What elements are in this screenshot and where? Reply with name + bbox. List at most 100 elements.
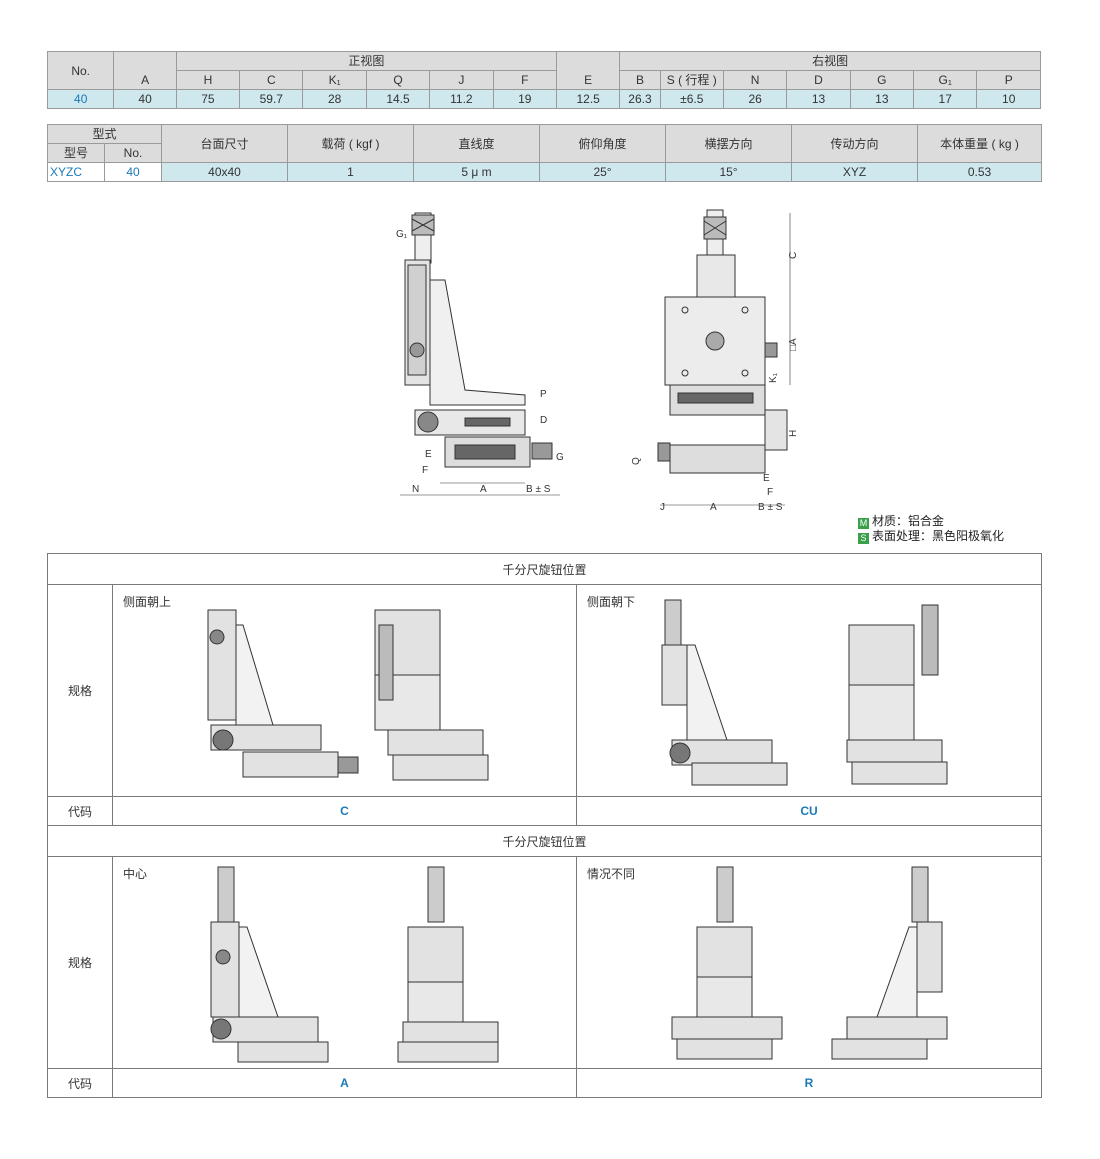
spec-header-table-size: 台面尺寸 [161, 124, 289, 163]
code-value-c: C [112, 796, 577, 826]
label-p: P [540, 389, 547, 400]
spec-value-drive: XYZ [791, 162, 919, 182]
knob-cell-side-up: 侧面朝上 [112, 584, 577, 797]
dim-value-a: 40 [113, 89, 177, 109]
label-d: D [540, 415, 547, 426]
dim-value-q: 14.5 [365, 89, 431, 109]
label-e-right: E [763, 473, 770, 484]
dim-header-s: S ( 行程 ) [659, 70, 724, 90]
spec-value-table-size: 40x40 [161, 162, 289, 182]
section-title-2: 千分尺旋钮位置 [46, 825, 1043, 857]
dim-value-n: 26 [722, 89, 788, 109]
spec-type-header: 型式 [46, 124, 163, 144]
dimension-table: No. A 正视图 E 右视图 H C K₁ Q J F B S ( 行程 ) … [46, 51, 1041, 109]
spec-header-yaw: 横摆方向 [665, 124, 793, 163]
dim-value-k1: 28 [302, 89, 367, 109]
spec-model-header: 型号 [47, 143, 105, 163]
knob-label-side-down: 侧面朝下 [587, 595, 636, 609]
spec-header-load: 载荷 ( kgf ) [287, 124, 415, 163]
dim-value-j: 11.2 [429, 89, 494, 109]
dim-value-h: 75 [175, 89, 241, 109]
label-q: Q [631, 457, 642, 465]
code-value-a: A [112, 1068, 577, 1098]
stage-image-side-up [207, 609, 489, 781]
dim-value-no: 40 [46, 89, 115, 109]
spec-label-1: 规格 [47, 584, 113, 797]
label-h: H [788, 430, 799, 437]
knob-label-side-up: 侧面朝上 [123, 595, 172, 609]
dim-header-a: A [113, 51, 177, 90]
dim-header-c: C [239, 70, 304, 90]
label-box-a: □A [788, 338, 799, 351]
dim-value-g: 13 [849, 89, 915, 109]
spec-header-pitch: 俯仰角度 [539, 124, 667, 163]
dim-header-f: F [492, 70, 558, 90]
code-label-2: 代码 [47, 1068, 113, 1098]
front-view-header: 正视图 [175, 51, 558, 71]
spec-model-value: XYZC [47, 162, 105, 182]
right-view-header: 右视图 [619, 51, 1041, 71]
spec-value-pitch: 25° [539, 162, 667, 182]
dim-value-e: 12.5 [555, 89, 621, 109]
dim-header-d: D [786, 70, 851, 90]
spec-header-weight: 本体重量 ( kg ) [917, 124, 1043, 163]
dim-value-p: 10 [976, 89, 1041, 109]
spec-value-weight: 0.53 [917, 162, 1043, 182]
spec-header-drive: 传动方向 [791, 124, 919, 163]
dim-value-g1: 17 [913, 89, 978, 109]
label-f: F [422, 465, 428, 476]
label-n: N [412, 484, 419, 495]
spec-header-straightness: 直线度 [413, 124, 541, 163]
dim-header-q: Q [365, 70, 431, 90]
dim-header-g1: G₁ [913, 70, 978, 90]
front-view-drawing: G₁ P D G E F N A B ± S [396, 212, 564, 496]
stage-image-side-down [661, 599, 948, 786]
label-e: E [425, 449, 432, 460]
dim-header-e: E [555, 51, 621, 90]
label-bs-right: B ± S [758, 502, 783, 513]
label-g1: G₁ [396, 229, 408, 240]
material-text: 材质：铝合金 [872, 514, 945, 528]
material-badge: M [858, 518, 869, 529]
dim-no-header: No. [46, 51, 115, 90]
dim-header-h: H [175, 70, 241, 90]
stage-image-varies [671, 866, 948, 1060]
spec-label-2: 规格 [47, 856, 113, 1069]
knob-label-center: 中心 [123, 867, 148, 881]
knob-cell-varies: 情况不同 [575, 856, 1043, 1069]
knob-label-varies: 情况不同 [587, 867, 636, 881]
surface-badge: S [858, 533, 869, 544]
dim-value-f: 19 [492, 89, 558, 109]
code-label-1: 代码 [47, 796, 113, 826]
dim-header-p: P [976, 70, 1041, 90]
dim-value-c: 59.7 [239, 89, 304, 109]
stage-image-center [210, 866, 499, 1063]
surface-text: 表面处理：黑色阳极氧化 [872, 529, 1005, 543]
label-j: J [660, 502, 665, 513]
label-bs-front: B ± S [526, 484, 551, 495]
dim-header-n: N [722, 70, 788, 90]
knob-position-table: 千分尺旋钮位置 规格 侧面朝上 [46, 553, 1043, 1098]
spec-value-load: 1 [287, 162, 415, 182]
label-a-front: A [480, 484, 487, 495]
spec-no-header: No. [103, 143, 163, 163]
dim-header-b: B [619, 70, 661, 90]
knob-cell-side-down: 侧面朝下 [575, 584, 1043, 797]
label-c: C [788, 252, 799, 259]
label-a-right: A [710, 502, 717, 513]
code-value-r: R [575, 1068, 1043, 1098]
dim-value-b: 26.3 [619, 89, 661, 109]
dim-header-j: J [429, 70, 494, 90]
spec-value-straightness: 5 μ m [413, 162, 541, 182]
knob-cell-center: 中心 [112, 856, 577, 1069]
dim-value-d: 13 [786, 89, 851, 109]
right-view-drawing: C □A K₁ H Q E F J A B ± S [631, 209, 799, 513]
spec-value-yaw: 15° [665, 162, 793, 182]
dim-header-g: G [849, 70, 915, 90]
section-title-1: 千分尺旋钮位置 [46, 553, 1043, 585]
dim-header-k1: K₁ [302, 70, 367, 90]
label-k1: K₁ [768, 372, 779, 383]
